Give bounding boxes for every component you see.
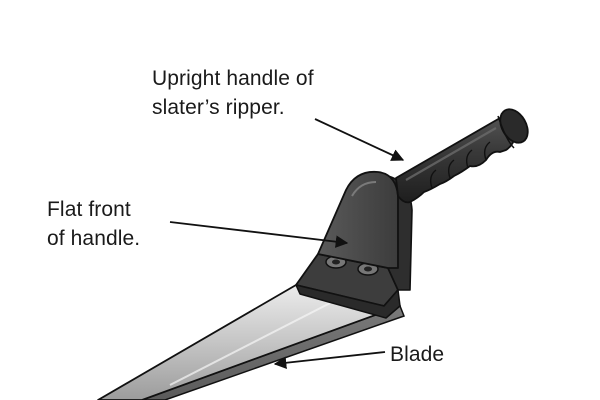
label-blade-text: Blade (390, 343, 445, 366)
bracket-front-highlight (351, 181, 377, 197)
label-flat-front: Flat front of handle. (47, 195, 140, 253)
grip-groove (447, 159, 455, 179)
grip-groove (483, 141, 491, 161)
grip-highlight (405, 127, 497, 181)
label-upright-handle-line1: Upright handle of (152, 67, 314, 90)
label-flat-front-line1: Flat front (47, 198, 131, 221)
pointer-flat-front (169, 221, 349, 248)
blade-highlight (169, 297, 341, 386)
pointer-upright-handle (314, 118, 405, 161)
grip-groove (465, 149, 473, 169)
grip-body (395, 114, 515, 204)
grip-groove (429, 169, 437, 189)
rivet-left-center (332, 259, 340, 265)
label-blade: Blade (390, 340, 444, 369)
bracket-front-face (317, 170, 399, 269)
label-flat-front-line2: of handle. (47, 227, 141, 250)
label-upright-handle: Upright handle of slater’s ripper. (152, 64, 314, 122)
pointer-blade (273, 351, 386, 370)
rivet-right-center (364, 266, 372, 272)
label-upright-handle-line2: slater’s ripper. (152, 96, 285, 119)
base-plate-front (295, 284, 401, 319)
grip-handle (395, 108, 529, 204)
grip-end-ring (497, 115, 515, 149)
